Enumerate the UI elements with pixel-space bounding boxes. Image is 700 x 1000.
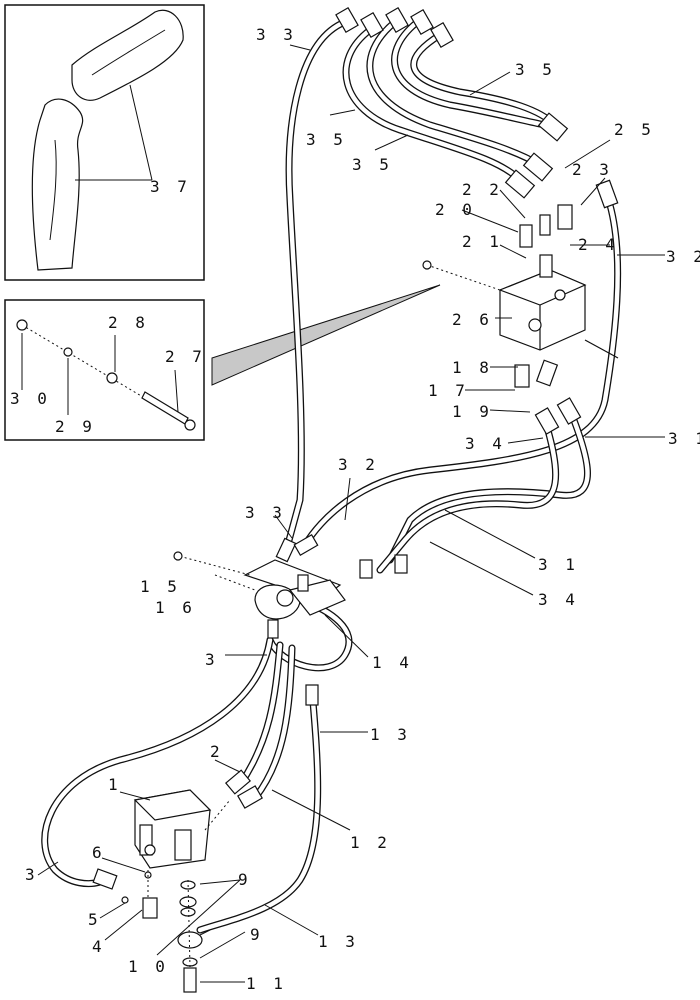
callout-12: 1 2 — [350, 833, 391, 852]
callout-35-right: 3 5 — [515, 60, 556, 79]
callout-33-top: 3 3 — [256, 25, 297, 44]
callout-21: 2 1 — [462, 232, 503, 251]
washer-9a — [180, 880, 196, 890]
callout-4: 4 — [92, 937, 106, 956]
valve-block-26 — [422, 204, 619, 388]
callout-11: 1 1 — [246, 974, 287, 993]
callout-32-mid: 3 2 — [338, 455, 379, 474]
callout-22: 2 2 — [462, 180, 503, 199]
callout-31-lower: 3 1 — [538, 555, 579, 574]
washer-9b — [182, 957, 198, 967]
callout-27: 2 7 — [165, 347, 206, 366]
inset-fastener-set: 3 0 2 9 2 8 2 7 — [4, 299, 206, 441]
callout-16: 1 6 — [155, 598, 196, 617]
callout-14: 1 4 — [372, 653, 413, 672]
hoses — [41, 16, 622, 934]
callout-35-left: 3 5 — [306, 130, 347, 149]
washer-28 — [106, 372, 118, 384]
callout-1: 1 — [108, 775, 122, 794]
callout-15: 1 5 — [140, 577, 181, 596]
banjo-fitting — [177, 931, 203, 949]
callout-32-right: 3 2 — [666, 247, 700, 266]
callout-9-upper: 9 — [238, 870, 252, 889]
fittings — [92, 7, 619, 949]
callout-23: 2 3 — [572, 160, 613, 179]
callout-37: 3 7 — [150, 177, 191, 196]
washer-29 — [63, 347, 73, 357]
leader-lines — [37, 44, 665, 983]
inset-frame-bottom — [4, 299, 205, 441]
callout-24: 2 4 — [578, 235, 619, 254]
callout-20: 2 0 — [435, 200, 476, 219]
inset-hose-sleeve: 3 7 — [4, 4, 205, 281]
callout-25: 2 5 — [614, 120, 655, 139]
manifold-14 — [173, 551, 346, 639]
callouts: 3 3 3 5 3 5 3 5 2 5 2 3 2 2 2 0 2 1 2 4 … — [25, 25, 700, 993]
callout-13-lower: 1 3 — [318, 932, 359, 951]
callout-30: 3 0 — [10, 389, 51, 408]
callout-13-upper: 1 3 — [370, 725, 411, 744]
nut-30 — [16, 319, 28, 331]
callout-3-lower: 3 — [25, 865, 39, 884]
control-valve-1 — [133, 789, 212, 869]
callout-29: 2 9 — [55, 417, 96, 436]
callout-17: 1 7 — [428, 381, 469, 400]
callout-34-upper: 3 4 — [465, 434, 506, 453]
callout-28: 2 8 — [108, 313, 149, 332]
callout-19: 1 9 — [452, 402, 493, 421]
callout-9-lower: 9 — [250, 925, 264, 944]
callout-18: 1 8 — [452, 358, 493, 377]
sleeve-upper — [71, 9, 184, 101]
callout-6: 6 — [92, 843, 106, 862]
small-parts — [121, 799, 231, 993]
callout-2: 2 — [210, 742, 224, 761]
bolt-11 — [183, 967, 197, 993]
callout-31-right: 3 1 — [668, 429, 700, 448]
detail-pointer — [211, 284, 441, 386]
callout-26: 2 6 — [452, 310, 493, 329]
sleeve-lower — [31, 98, 84, 271]
callout-10: 1 0 — [128, 957, 169, 976]
fitting-4 — [142, 897, 158, 919]
callout-35-mid: 3 5 — [352, 155, 393, 174]
callout-34-lower: 3 4 — [538, 590, 579, 609]
callout-5: 5 — [88, 910, 102, 929]
elbow-17 — [514, 364, 530, 388]
callout-33-mid: 3 3 — [245, 503, 286, 522]
callout-3-upper: 3 — [205, 650, 219, 669]
